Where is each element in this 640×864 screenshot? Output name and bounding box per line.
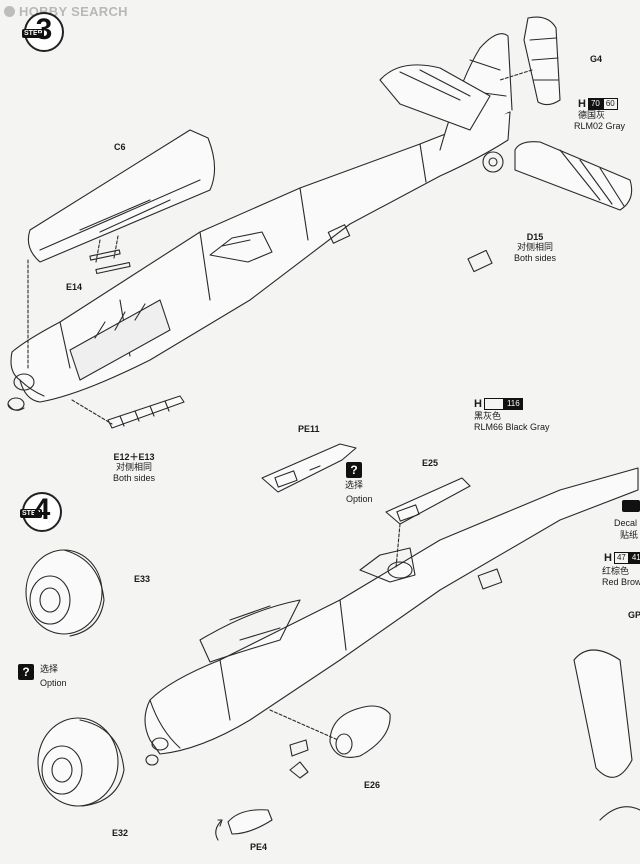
color-name-en: RLM02 Gray	[574, 121, 626, 131]
option-en: Option	[40, 678, 67, 688]
paint-brand: H	[474, 398, 482, 410]
step-3-badge: STEP 3	[22, 12, 64, 52]
right-paint-code-row: H 47 41	[604, 552, 640, 564]
option-question-icon: ?	[18, 664, 34, 680]
step-word: STEP	[20, 509, 43, 518]
part-label-d15-en: Both sides	[513, 253, 557, 263]
step-word: STEP	[22, 29, 45, 38]
right-part-label-gp: GP	[628, 610, 640, 620]
part-label-d15: D15 对侧相同 Both sides	[510, 232, 560, 264]
part-label-e12-en: Both sides	[112, 473, 156, 483]
paint-code: 41	[628, 552, 640, 564]
part-label-e12-e13: E12＋E13 对侧相同 Both sides	[106, 452, 162, 484]
part-label-e14: E14	[66, 282, 83, 292]
decal-label-cn: 贴纸	[620, 530, 639, 540]
part-label-e12-cn: 对侧相同	[115, 462, 152, 472]
paint-code: 47	[613, 552, 629, 564]
paint-brand: H	[578, 98, 586, 110]
right-color-cn: 红棕色	[602, 566, 630, 576]
part-label-e26: E26	[364, 780, 381, 790]
fuselage-step3	[7, 16, 633, 429]
part-label-g4: G4	[590, 54, 603, 64]
part-label-d15-code: D15	[526, 232, 544, 242]
part-label-e32: E32	[112, 828, 129, 838]
paint-code-row: H 116	[474, 398, 523, 410]
step-number: 3	[35, 13, 53, 46]
option-cn: 选择	[345, 480, 364, 490]
color-callout-rlm02: H 70 60	[578, 98, 618, 110]
step-4-badge: STEP 4	[20, 492, 62, 532]
watermark-logo-icon	[4, 6, 15, 17]
color-name-cn: 德国灰	[578, 110, 606, 120]
paint-brand: H	[604, 552, 612, 564]
option-left: ? 选择 Option	[18, 664, 67, 688]
fuselage-step4	[25, 443, 640, 841]
paint-code: 116	[503, 398, 523, 410]
option-question-icon: ?	[346, 462, 362, 478]
part-label-pe4: PE4	[250, 842, 268, 852]
decal-label-en: Decal	[614, 518, 638, 528]
option-cn: 选择	[40, 664, 59, 674]
part-label-d15-cn: 对侧相同	[516, 242, 553, 252]
color-name-cn: 黑灰色	[474, 411, 502, 421]
step-number: 4	[33, 493, 51, 526]
part-label-pe11: PE11	[298, 424, 320, 434]
part-label-e33: E33	[134, 574, 151, 584]
option-top: ? 选择 Option	[345, 462, 373, 504]
paint-code: 70	[587, 98, 603, 110]
paint-code-row: H 70 60	[578, 98, 618, 110]
right-color-en: Red Brow	[602, 577, 640, 587]
option-en: Option	[346, 494, 373, 504]
part-label-c6: C6	[114, 142, 126, 152]
color-callout-rlm66: H 116	[474, 398, 523, 410]
decal-icon	[622, 500, 640, 512]
color-name-en: RLM66 Black Gray	[474, 422, 550, 432]
paint-code: 60	[602, 98, 618, 110]
paint-code	[483, 398, 504, 410]
part-label-e12-e13-code: E12＋E13	[113, 452, 155, 462]
part-label-e25: E25	[422, 458, 439, 468]
